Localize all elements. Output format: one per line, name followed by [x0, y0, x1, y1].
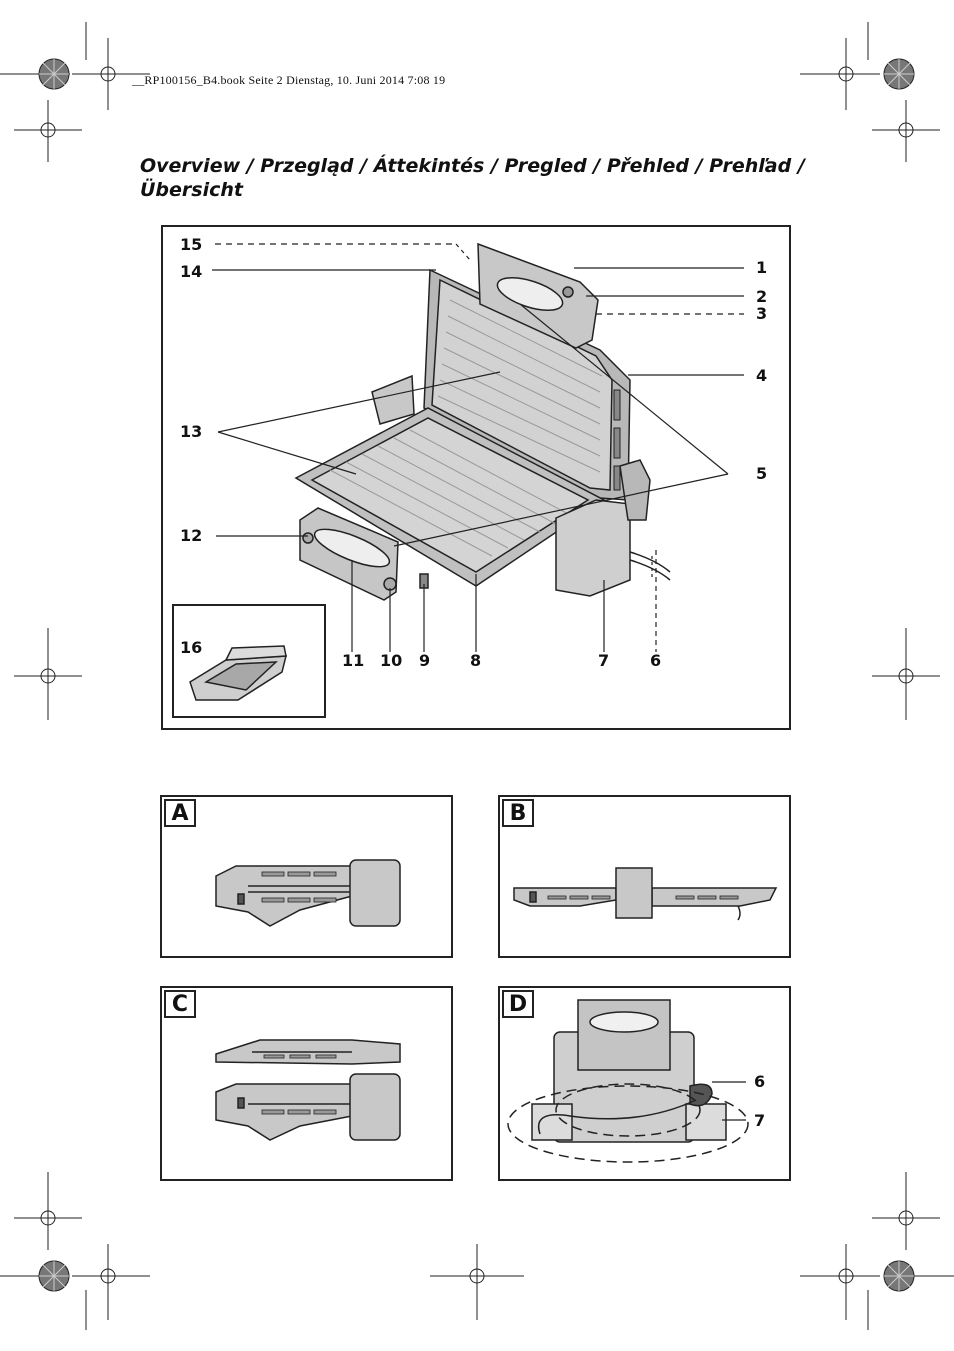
panel-d-label-6: 6 — [754, 1072, 766, 1091]
panel-d — [498, 986, 791, 1181]
panel-d-letter: D — [502, 990, 534, 1018]
label-4: 4 — [756, 366, 768, 385]
panel-a-letter: A — [164, 799, 196, 827]
panel-d-cord-storage — [531, 999, 727, 1143]
label-16: 16 — [180, 638, 203, 657]
panel-b — [498, 795, 791, 958]
inset-frame-drip-tray — [172, 604, 326, 718]
panel-d-dashed-ellipse — [507, 1083, 749, 1163]
label-8: 8 — [470, 651, 482, 670]
label-5: 5 — [756, 464, 768, 483]
title-line-1: Overview / Przegląd / Áttekintés / Pregl… — [140, 155, 805, 177]
label-13: 13 — [180, 422, 203, 441]
label-7: 7 — [598, 651, 610, 670]
title-line-2: Übersicht — [140, 179, 243, 201]
label-3: 3 — [756, 304, 768, 323]
file-info-header: __RP100156_B4.book Seite 2 Dienstag, 10.… — [132, 73, 446, 87]
label-10: 10 — [380, 651, 403, 670]
label-6: 6 — [650, 651, 662, 670]
panel-b-letter: B — [502, 799, 534, 827]
panel-a-grill-side-view — [215, 859, 401, 927]
panel-b-grill-open-flat — [513, 867, 778, 921]
overview-figure-frame — [161, 225, 791, 730]
label-9: 9 — [419, 651, 431, 670]
panel-d-label-7: 7 — [754, 1111, 766, 1130]
panel-c-letter: C — [164, 990, 196, 1018]
label-15: 15 — [180, 235, 203, 254]
panel-a — [160, 795, 453, 958]
label-11: 11 — [342, 651, 365, 670]
panel-c — [160, 986, 453, 1181]
label-14: 14 — [180, 262, 203, 281]
page-title: Overview / Przegląd / Áttekintés / Pregl… — [140, 154, 820, 202]
label-12: 12 — [180, 526, 203, 545]
label-1: 1 — [756, 258, 768, 277]
label-2: 2 — [756, 287, 768, 306]
